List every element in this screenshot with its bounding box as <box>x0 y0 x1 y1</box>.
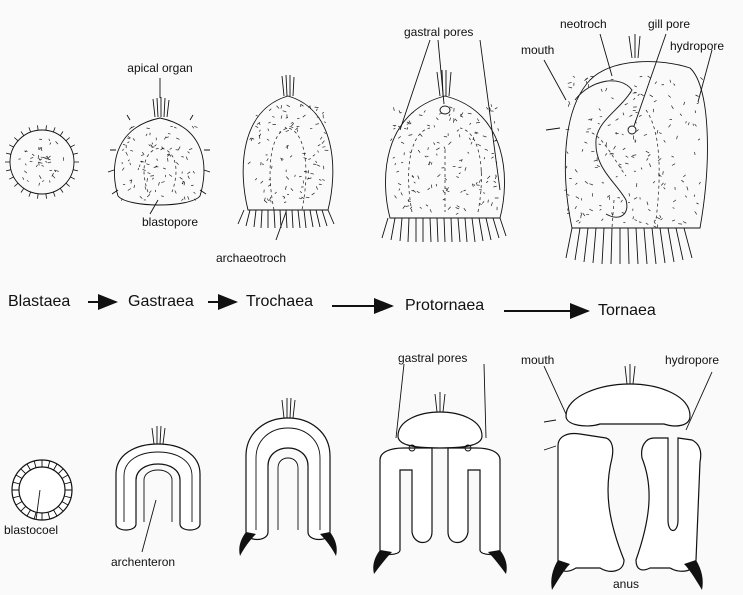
blastaea-external <box>5 125 79 198</box>
stage-tornaea: Tornaea <box>598 302 656 319</box>
blastaea-section <box>12 460 72 520</box>
label-hydropore-top: hydropore <box>670 39 724 53</box>
label-gastral-pores-top: gastral pores <box>404 25 473 39</box>
label-mouth-top: mouth <box>521 43 554 57</box>
label-hydropore-bottom: hydropore <box>665 353 719 367</box>
label-neotroch: neotroch <box>560 17 607 31</box>
label-gill-pore: gill pore <box>648 17 690 31</box>
trochaea-external <box>238 75 334 228</box>
label-archaeotroch: archaeotroch <box>216 251 286 265</box>
tornaea-external <box>546 34 707 264</box>
protornaea-cilia <box>382 218 506 242</box>
label-mouth-bottom: mouth <box>521 353 554 367</box>
trochaea-section <box>239 398 337 556</box>
protornaea-section <box>373 392 507 574</box>
gastraea-external <box>108 97 210 205</box>
label-apical-organ: apical organ <box>127 61 192 75</box>
label-archenteron: archenteron <box>111 555 175 569</box>
stage-blastaea: Blastaea <box>8 293 70 310</box>
label-anus: anus <box>613 577 639 591</box>
tornaea-cilia <box>566 228 692 264</box>
tornaea-section <box>544 364 703 590</box>
apical-organ-tuft <box>153 97 169 117</box>
gastraea-section <box>116 426 200 530</box>
label-blastocoel: blastocoel <box>4 523 58 537</box>
stage-protornaea: Protornaea <box>405 297 484 314</box>
stage-trochaea: Trochaea <box>246 293 313 310</box>
label-gastral-pores-bottom: gastral pores <box>398 351 467 365</box>
label-blastopore: blastopore <box>142 215 198 229</box>
stage-gastraea: Gastraea <box>128 293 194 310</box>
